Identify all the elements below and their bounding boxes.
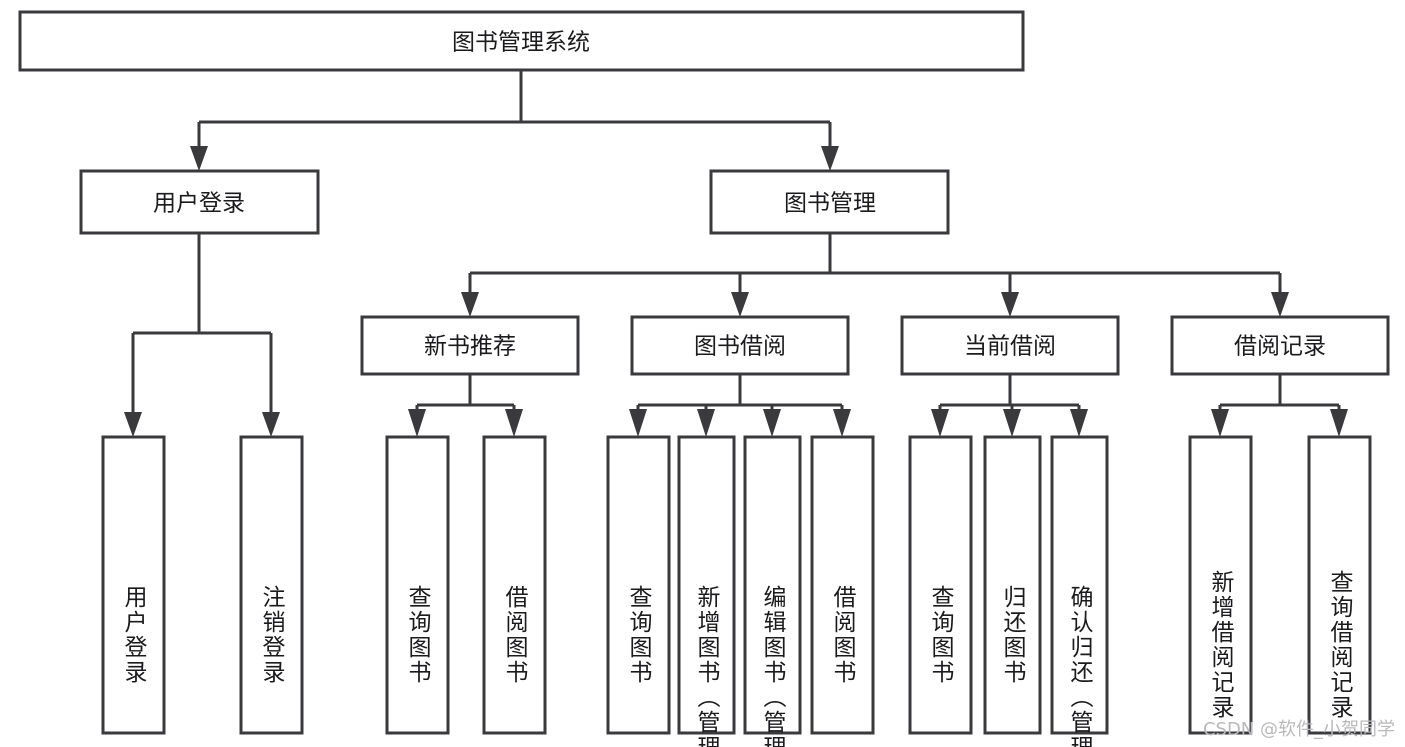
node-user-login-label: 用户登录 bbox=[153, 191, 245, 217]
node-layer: 图书管理系统 用户登录 图书管理 新书推荐 图书借阅 当前 bbox=[18, 10, 1390, 747]
node-leaf-query-book-new-box[interactable] bbox=[385, 435, 450, 735]
node-leaf-query-borrow-record-box[interactable] bbox=[1307, 435, 1372, 735]
arrow-head-leaf-query-borrow-record bbox=[1330, 409, 1348, 437]
connector-layer bbox=[124, 70, 1348, 437]
node-leaf-user-logout[interactable]: 注销登录 bbox=[239, 435, 304, 735]
node-leaf-query-book-borrow-label: 查询图书 bbox=[625, 585, 653, 685]
arrow-head-leaf-add-borrow-record bbox=[1211, 409, 1229, 437]
node-leaf-add-book[interactable]: 新增图书（管理员） bbox=[677, 435, 736, 747]
node-leaf-borrow-book-box[interactable] bbox=[810, 435, 875, 735]
node-leaf-query-book-current[interactable]: 查询图书 bbox=[908, 435, 973, 735]
node-leaf-add-borrow-record[interactable]: 新增借阅记录 bbox=[1188, 435, 1253, 735]
arrow-head-leaf-query-book-new bbox=[408, 409, 426, 437]
node-leaf-borrow-book[interactable]: 借阅图书 bbox=[810, 435, 875, 735]
node-leaf-edit-book[interactable]: 编辑图书（管理员） bbox=[743, 435, 802, 747]
arrow-head-book-borrow bbox=[731, 292, 749, 317]
node-new-book-recommend-label: 新书推荐 bbox=[424, 334, 516, 360]
node-leaf-borrow-book-new-box[interactable] bbox=[482, 435, 547, 735]
node-root[interactable]: 图书管理系统 bbox=[18, 10, 1025, 72]
arrow-head-leaf-borrow-book-new bbox=[505, 409, 523, 437]
arrow-head-current-borrow bbox=[1001, 292, 1019, 317]
node-root-label: 图书管理系统 bbox=[452, 30, 590, 56]
node-leaf-query-book-current-label: 查询图书 bbox=[927, 585, 955, 685]
node-leaf-query-book-current-box[interactable] bbox=[908, 435, 973, 735]
arrow-head-user-login bbox=[190, 146, 208, 171]
node-leaf-query-book-borrow-box[interactable] bbox=[606, 435, 671, 735]
node-leaf-borrow-book-new[interactable]: 借阅图书 bbox=[482, 435, 547, 735]
node-new-book-recommend[interactable]: 新书推荐 bbox=[360, 315, 580, 376]
node-leaf-borrow-book-label: 借阅图书 bbox=[829, 585, 857, 685]
node-user-login-box[interactable] bbox=[79, 169, 320, 235]
node-leaf-borrow-book-new-label: 借阅图书 bbox=[501, 585, 529, 685]
node-leaf-confirm-return[interactable]: 确认归还（管理员） bbox=[1050, 435, 1109, 747]
node-leaf-query-book-borrow[interactable]: 查询图书 bbox=[606, 435, 671, 735]
node-leaf-user-login-label: 用户登录 bbox=[120, 585, 148, 685]
node-book-management-label: 图书管理 bbox=[784, 191, 876, 217]
node-borrow-record-label: 借阅记录 bbox=[1234, 334, 1326, 360]
node-current-borrow[interactable]: 当前借阅 bbox=[900, 315, 1120, 376]
node-leaf-query-borrow-record-label: 查询借阅记录 bbox=[1326, 570, 1354, 720]
node-book-borrow-box[interactable] bbox=[630, 315, 850, 376]
node-leaf-return-book-box[interactable] bbox=[983, 435, 1042, 735]
node-book-management[interactable]: 图书管理 bbox=[709, 169, 950, 235]
node-leaf-user-logout-label: 注销登录 bbox=[258, 585, 286, 685]
arrow-head-leaf-add-book bbox=[697, 409, 715, 437]
node-leaf-edit-book-box[interactable] bbox=[743, 435, 802, 735]
csdn-watermark: CSDN @软件_小贺同学 bbox=[1202, 719, 1395, 740]
node-leaf-confirm-return-label: 确认归还（管理员） bbox=[1066, 585, 1094, 747]
node-leaf-return-book-label: 归还图书 bbox=[999, 585, 1027, 685]
node-leaf-confirm-return-box[interactable] bbox=[1050, 435, 1109, 735]
node-leaf-query-book-new-label: 查询图书 bbox=[404, 585, 432, 685]
node-leaf-add-book-box[interactable] bbox=[677, 435, 736, 735]
arrow-head-new-book-recommend bbox=[461, 292, 479, 317]
node-leaf-user-login-box[interactable] bbox=[101, 435, 166, 735]
arrow-head-leaf-edit-book bbox=[763, 409, 781, 437]
node-leaf-user-logout-box[interactable] bbox=[239, 435, 304, 735]
node-leaf-return-book[interactable]: 归还图书 bbox=[983, 435, 1042, 735]
node-borrow-record[interactable]: 借阅记录 bbox=[1170, 315, 1390, 376]
arrow-head-leaf-user-login bbox=[124, 412, 142, 437]
node-book-management-box[interactable] bbox=[709, 169, 950, 235]
node-leaf-add-book-label: 新增图书（管理员） bbox=[693, 585, 721, 747]
arrow-head-leaf-confirm-return bbox=[1070, 409, 1088, 437]
arrow-head-leaf-query-book-borrow bbox=[629, 409, 647, 437]
node-leaf-user-login[interactable]: 用户登录 bbox=[101, 435, 166, 735]
node-leaf-add-borrow-record-box[interactable] bbox=[1188, 435, 1253, 735]
node-book-borrow-label: 图书借阅 bbox=[694, 334, 786, 360]
arrow-head-leaf-borrow-book bbox=[833, 409, 851, 437]
arrow-head-leaf-return-book bbox=[1003, 409, 1021, 437]
node-leaf-query-book-new[interactable]: 查询图书 bbox=[385, 435, 450, 735]
arrow-head-book-management bbox=[821, 146, 839, 171]
node-leaf-query-borrow-record[interactable]: 查询借阅记录 bbox=[1307, 435, 1372, 735]
arrow-head-leaf-user-logout bbox=[262, 412, 280, 437]
node-current-borrow-label: 当前借阅 bbox=[964, 334, 1056, 360]
arrow-head-borrow-record bbox=[1271, 292, 1289, 317]
node-leaf-edit-book-label: 编辑图书（管理员） bbox=[759, 585, 787, 747]
arrow-head-leaf-query-book-current bbox=[931, 409, 949, 437]
node-user-login[interactable]: 用户登录 bbox=[79, 169, 320, 235]
node-current-borrow-box[interactable] bbox=[900, 315, 1120, 376]
node-leaf-add-borrow-record-label: 新增借阅记录 bbox=[1207, 570, 1235, 720]
node-root-box[interactable] bbox=[18, 10, 1025, 72]
node-book-borrow[interactable]: 图书借阅 bbox=[630, 315, 850, 376]
node-borrow-record-box[interactable] bbox=[1170, 315, 1390, 376]
node-new-book-recommend-box[interactable] bbox=[360, 315, 580, 376]
